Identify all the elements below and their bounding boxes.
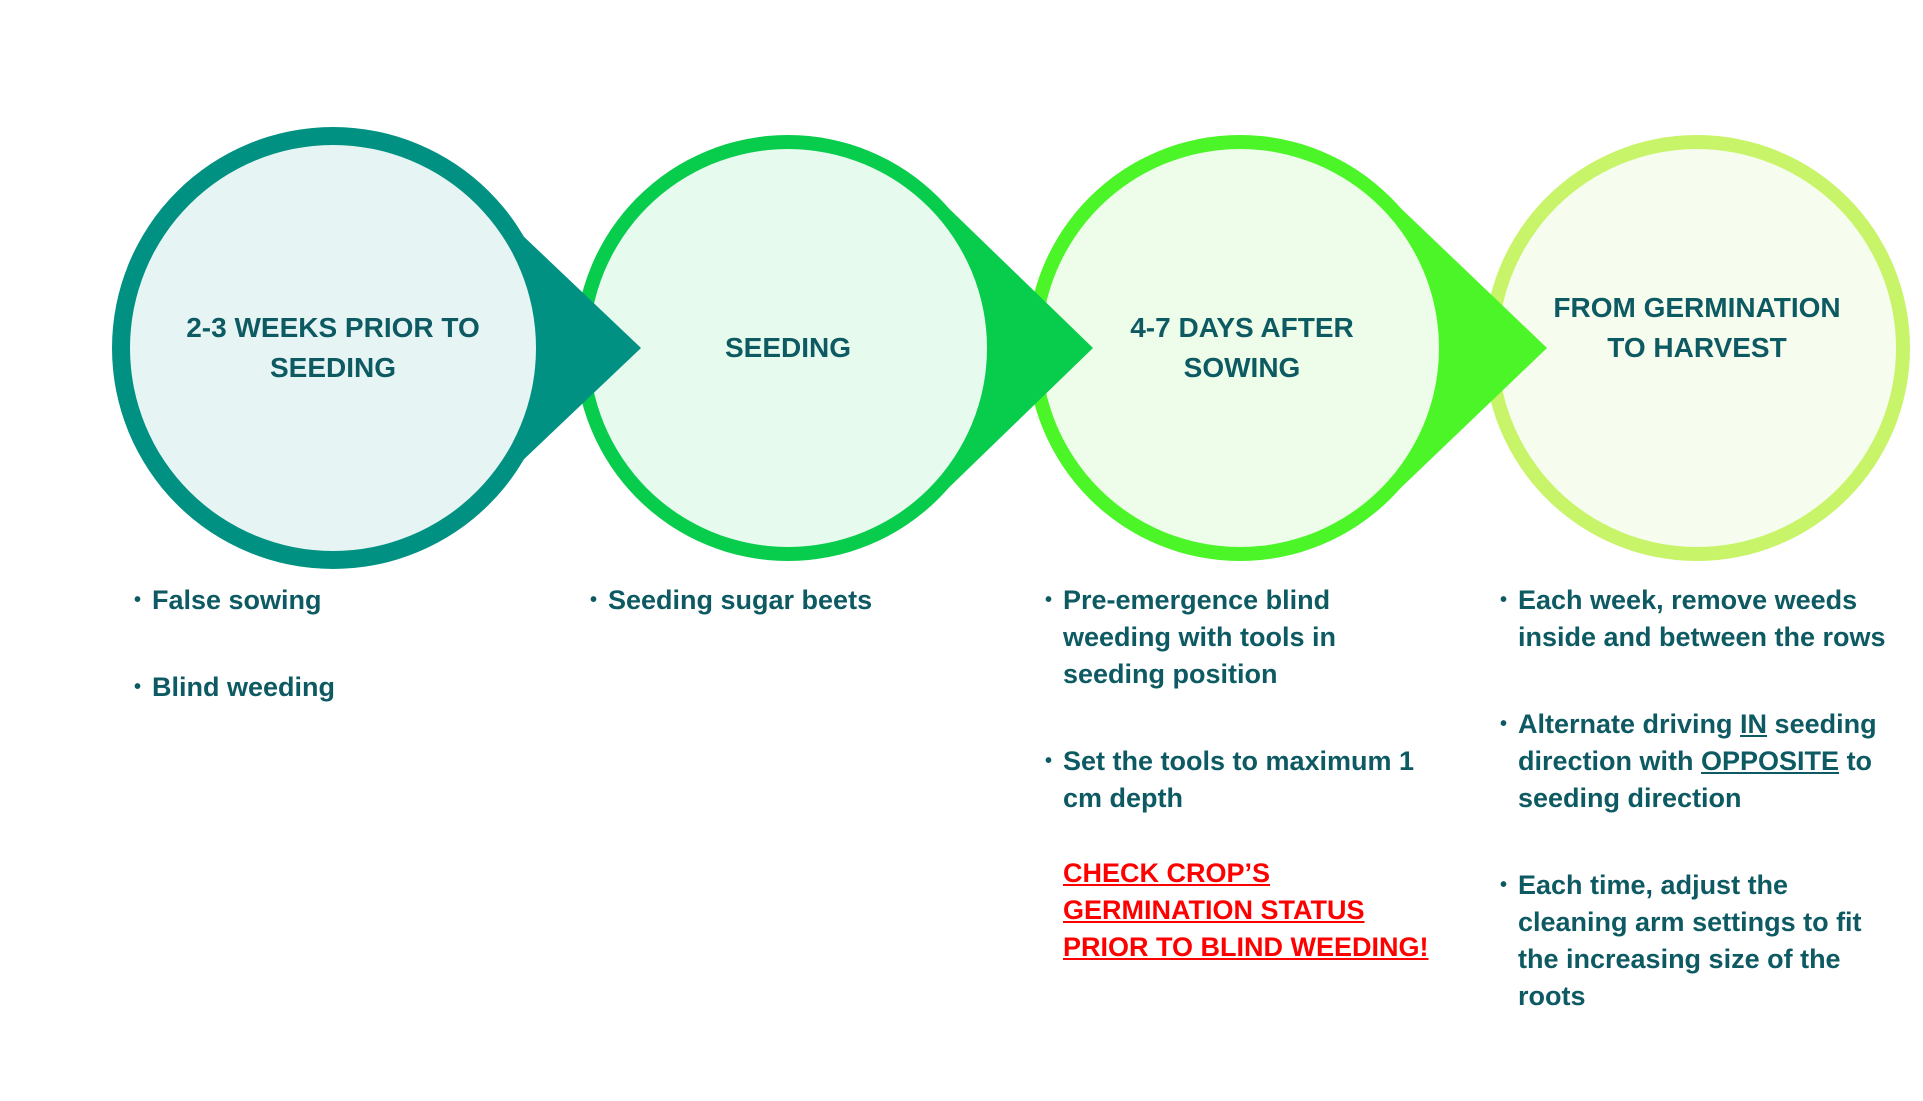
germination-warning: CHECK CROP’S GERMINATION STATUS PRIOR TO…: [1063, 858, 1429, 962]
bullet-dot-icon: •: [1500, 589, 1508, 611]
stage-1-title: 2-3 WEEKS PRIOR TO SEEDING: [186, 312, 480, 383]
stage-3-title: 4-7 DAYS AFTER SOWING: [1130, 312, 1354, 383]
bullet-dot-icon: •: [1500, 874, 1508, 896]
bullet-dot-icon: •: [1045, 589, 1053, 611]
list-item: • Each week, remove weeds inside and bet…: [1500, 582, 1900, 656]
stage-2-circle: [575, 135, 1093, 561]
list-item: • Seeding sugar beets: [590, 582, 1000, 619]
bullet-dot-icon: •: [1045, 750, 1053, 772]
list-item: • False sowing: [134, 582, 544, 619]
list-item: • Each time, adjust the cleaning arm set…: [1500, 867, 1900, 1015]
stage-1-bullets: • False sowing • Blind weeding: [134, 582, 544, 756]
list-item: • Pre-emergence blind weeding with tools…: [1045, 582, 1445, 693]
stage-2-bullets: • Seeding sugar beets: [590, 582, 1000, 669]
stage-3-bullets: • Pre-emergence blind weeding with tools…: [1045, 582, 1445, 966]
bullet-dot-icon: •: [134, 589, 142, 611]
bullet-dot-icon: •: [134, 676, 142, 698]
stage-1-circle: [112, 127, 641, 569]
stage-3-circle: [1027, 135, 1547, 561]
direction-opposite-emphasis: OPPOSITE: [1701, 746, 1840, 776]
direction-in-emphasis: IN: [1740, 709, 1768, 739]
stage-4-title: FROM GERMINATION TO HARVEST: [1553, 292, 1841, 363]
list-item: • Blind weeding: [134, 669, 544, 706]
bullet-dot-icon: •: [590, 589, 598, 611]
bullet-dot-icon: •: [1500, 713, 1508, 735]
list-item: • Set the tools to maximum 1 cm depth: [1045, 743, 1445, 817]
stage-4-circle: [1484, 135, 1910, 561]
stage-4-bullets: • Each week, remove weeds inside and bet…: [1500, 582, 1900, 1065]
stage-2-title: SEEDING: [724, 332, 852, 363]
list-item: • Alternate driving IN seeding direction…: [1500, 706, 1900, 817]
